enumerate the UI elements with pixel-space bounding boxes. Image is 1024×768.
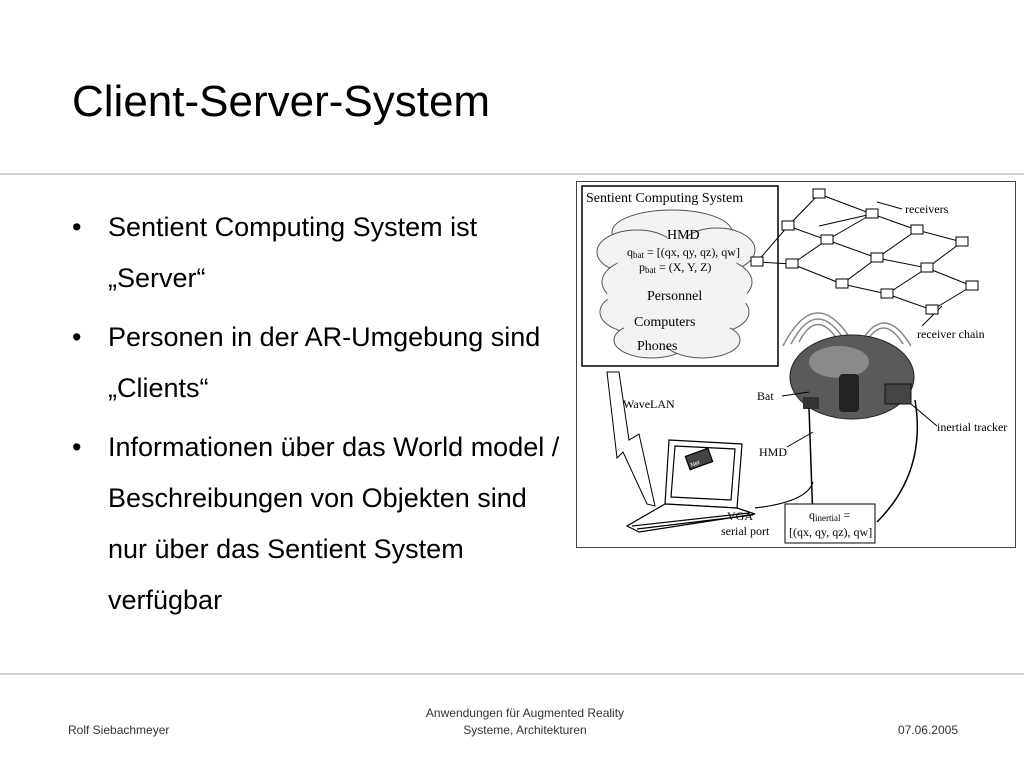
footer-course-line1: Anwendungen für Augmented Reality bbox=[425, 706, 625, 720]
cloud-label-phones: Phones bbox=[637, 339, 677, 354]
cloud-label-hmd: HMD bbox=[667, 228, 700, 243]
footer-date: 07.06.2005 bbox=[897, 723, 958, 737]
bullet-dot-icon: • bbox=[72, 212, 82, 242]
signal-wave-icon bbox=[782, 312, 912, 347]
cloud-label-computers: Computers bbox=[634, 315, 695, 330]
bullet-text: Sentient Computing System ist „Server“ bbox=[108, 212, 478, 293]
bullet-list: •Sentient Computing System ist „Server“ … bbox=[72, 202, 567, 634]
footer-author: Rolf Siebachmeyer bbox=[68, 723, 170, 737]
bullet-item: • Personen in der AR-Umgebung sind „Clien… bbox=[72, 312, 567, 414]
hmd-pointer bbox=[786, 431, 814, 448]
cloud-label-qbat: qbat = [(qx, qy, qz), qw] bbox=[627, 245, 740, 260]
qinertial-value: [(qx, qy, qz), qw] bbox=[789, 525, 872, 539]
inertial-tracker-pointer bbox=[910, 403, 938, 427]
bullet-text: Informationen über das World model / Bes… bbox=[108, 432, 560, 615]
footer-divider bbox=[0, 673, 1024, 675]
receiver-node-icons bbox=[750, 188, 979, 315]
wavelan-lightning-icon bbox=[606, 371, 656, 507]
label-inertial-tracker: inertial tracker bbox=[937, 420, 1007, 434]
label-wavelan: WaveLAN bbox=[623, 397, 675, 411]
laptop-icon bbox=[625, 439, 756, 533]
data-cloud-icon bbox=[596, 209, 756, 359]
slide-title: Client-Server-System bbox=[72, 77, 491, 126]
label-receivers: receivers bbox=[905, 202, 949, 216]
label-bat: Bat bbox=[757, 389, 774, 403]
bullet-item: • Sentient Computing System ist „Server“ bbox=[72, 202, 567, 304]
label-hmd: HMD bbox=[759, 445, 787, 459]
diagram-canvas: Sentient Computing System HMD qbat = [(q… bbox=[581, 185, 1007, 544]
bullet-item: • Informationen über das World model / Be… bbox=[72, 422, 567, 626]
cloud-label-personnel: Personnel bbox=[647, 289, 702, 304]
bullet-dot-icon: • bbox=[72, 432, 82, 462]
footer-course-line2: Systeme, Architekturen bbox=[463, 723, 587, 737]
qinertial-box bbox=[784, 503, 876, 544]
vga-cable bbox=[754, 481, 814, 509]
title-divider bbox=[0, 173, 1024, 175]
system-diagram: Sentient Computing System HMD qbat = [(q… bbox=[576, 181, 1016, 548]
cloud-label-pbat: pbat = (X, Y, Z) bbox=[639, 260, 711, 275]
sentient-system-title: Sentient Computing System bbox=[586, 191, 743, 206]
bullet-dot-icon: • bbox=[72, 322, 82, 352]
label-serial-port: serial port bbox=[721, 524, 770, 538]
qinertial-label: qinertial = bbox=[809, 508, 851, 523]
bat-pointer bbox=[781, 391, 810, 397]
label-vga: VGA bbox=[727, 509, 753, 523]
bullet-text: Personen in der AR-Umgebung sind „Client… bbox=[108, 322, 541, 403]
helmet-icon bbox=[789, 334, 919, 523]
laptop-sticker: Net bbox=[690, 460, 701, 469]
footer-course: Anwendungen für Augmented Reality System… bbox=[360, 705, 690, 739]
label-receiver-chain: receiver chain bbox=[917, 327, 985, 341]
